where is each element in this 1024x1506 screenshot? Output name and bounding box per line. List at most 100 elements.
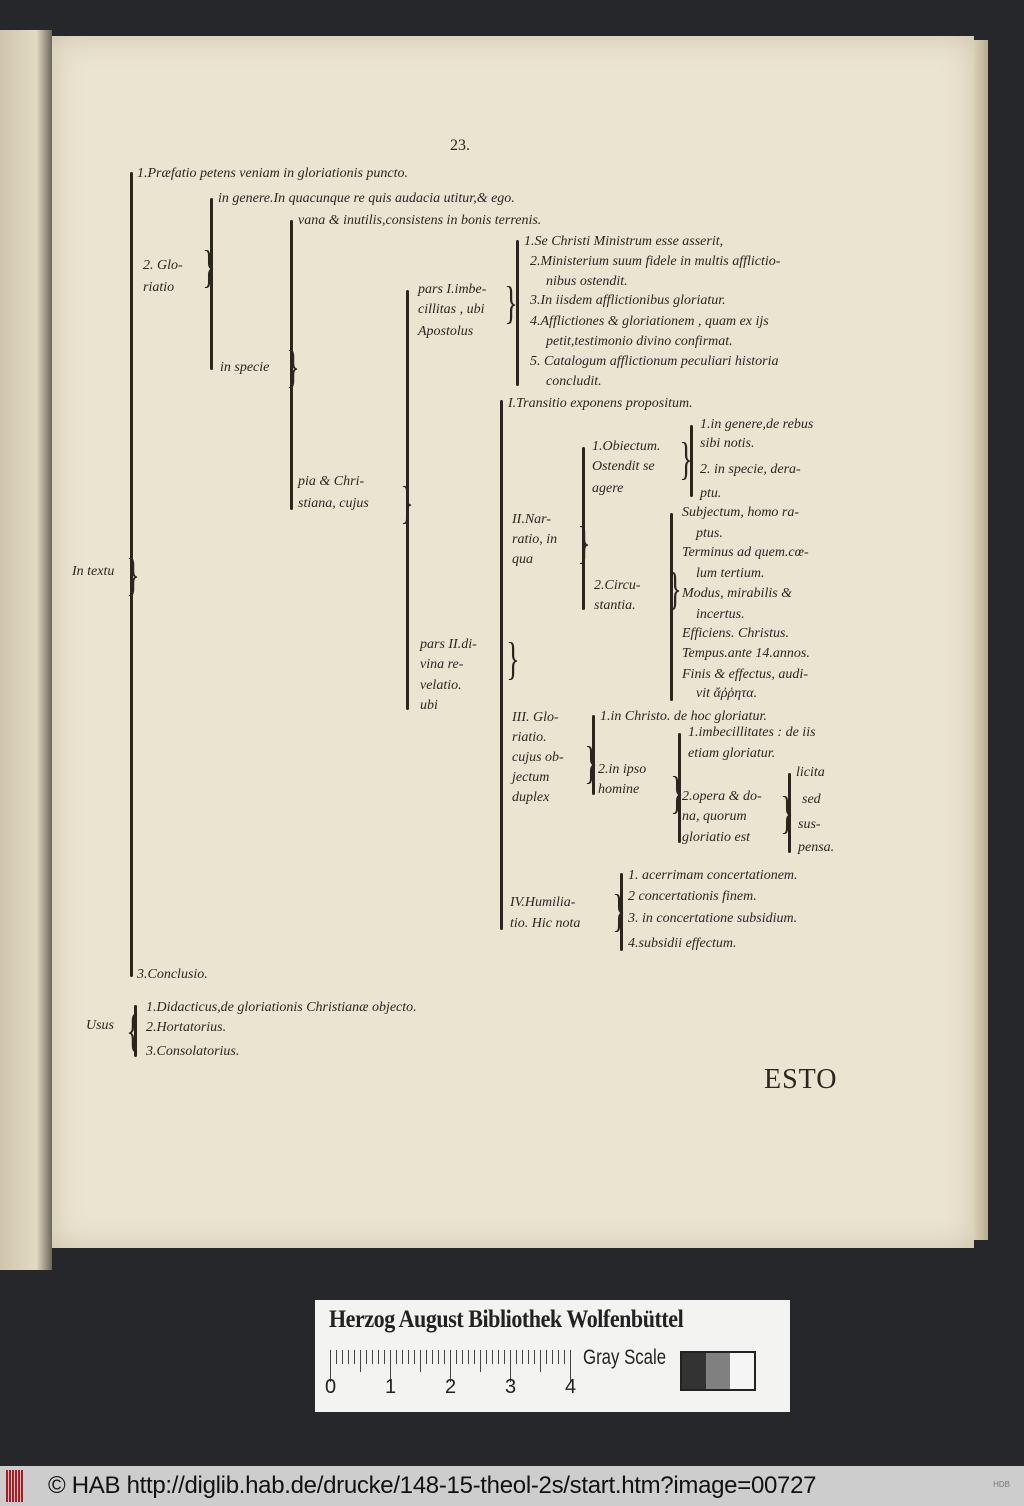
ruler-tick	[468, 1350, 469, 1364]
outline-item: 2. in specie, dera-	[700, 462, 801, 477]
ruler-tick	[426, 1350, 427, 1364]
outline-item: 2.Hortatorius.	[146, 1020, 227, 1035]
ruler-tick	[330, 1350, 331, 1382]
swatch-dark	[682, 1353, 706, 1389]
outline-item: Subjectum, homo ra-	[682, 505, 800, 520]
outline-item: Apostolus	[418, 324, 474, 339]
outline-item: tio. Hic nota	[510, 916, 581, 931]
outline-item: 2.Circu-	[594, 578, 641, 593]
outline-item: cillitas , ubi	[418, 302, 485, 317]
brace-icon	[577, 520, 590, 566]
outline-item: gloriatio est	[682, 830, 751, 845]
outline-item: 2.in ipso	[598, 762, 647, 777]
ruler-tick	[480, 1350, 481, 1372]
gray-scale-label: Gray Scale	[583, 1346, 667, 1369]
outline-item: homine	[598, 782, 640, 797]
outline-item: sibi notis.	[700, 436, 755, 451]
outline-item: etiam gloriatur.	[688, 746, 776, 761]
ruler-tick	[432, 1350, 433, 1364]
ruler-tick	[420, 1350, 421, 1372]
ruler-tick	[504, 1350, 505, 1364]
outline-item: Efficiens. Christus.	[682, 626, 789, 641]
ruler-tick	[342, 1350, 343, 1364]
outline-item: 3.In iisdem afflictionibus gloriatur.	[530, 293, 726, 308]
ruler-tick	[348, 1350, 349, 1364]
ruler-number: 2	[445, 1376, 457, 1398]
ruler-tick	[516, 1350, 517, 1364]
outline-item: jectum	[512, 770, 550, 785]
ruler-tick	[354, 1350, 355, 1364]
outline-item: in genere.In quacunque re quis audacia u…	[218, 191, 515, 206]
outline-item: 1.Præfatio petens veniam in gloriationis…	[137, 166, 409, 181]
swatch-light	[730, 1353, 754, 1389]
outline-item: 2.opera & do-	[682, 789, 762, 804]
outline-item: pars II.di-	[420, 637, 477, 652]
facing-page-edge	[0, 30, 52, 1270]
outline-item: 1.in Christo. de hoc gloriatur.	[600, 709, 767, 724]
bracket-line	[500, 400, 503, 930]
outline-item: 2. Glo-	[143, 258, 183, 273]
card-title: Herzog August Bibliothek Wolfenbüttel	[329, 1306, 684, 1333]
ruler-number: 0	[325, 1376, 337, 1398]
outline-item: 2.Ministerium suum fidele in multis affl…	[530, 254, 781, 269]
ruler-tick	[378, 1350, 379, 1364]
outline-item: sed	[802, 792, 821, 807]
ruler-tick	[366, 1350, 367, 1364]
outline-item: 3.Conclusio.	[137, 967, 208, 982]
outline-item: nibus ostendit.	[546, 274, 628, 289]
outline-item: ratio, in	[512, 532, 558, 547]
outline-item: Ostendit se	[592, 459, 655, 474]
gray-scale-swatches	[680, 1351, 756, 1391]
ruler-tick	[396, 1350, 397, 1364]
ruler-tick	[546, 1350, 547, 1364]
copyright-url[interactable]: © HAB http://diglib.hab.de/drucke/148-15…	[48, 1472, 817, 1499]
outline-item: ubi	[420, 698, 438, 713]
ruler-tick	[564, 1350, 565, 1364]
ruler-tick	[408, 1350, 409, 1364]
outline-item: licita	[796, 765, 825, 780]
ruler-tick	[402, 1350, 403, 1364]
ruler-tick	[456, 1350, 457, 1364]
outline-item: vit ἄῤῥητα.	[696, 686, 758, 701]
outline-item: duplex	[512, 790, 550, 805]
outline-item: agere	[592, 481, 624, 496]
outline-item: incertus.	[696, 607, 745, 622]
outline-item: ptus.	[696, 526, 723, 541]
outline-item: Tempus.ante 14.annos.	[682, 646, 810, 661]
brace-icon	[584, 740, 597, 786]
outline-item: 5. Catalogum afflictionum peculiari hist…	[530, 354, 779, 369]
outline-item: II.Nar-	[512, 512, 551, 527]
outline-item: 1.Didacticus,de gloriationis Christianæ …	[146, 1000, 417, 1015]
ruler-tick	[522, 1350, 523, 1364]
outline-item: riatio	[143, 280, 175, 295]
outline-item: riatio.	[512, 730, 547, 745]
color-calibration-card: Herzog August Bibliothek Wolfenbüttel 0 …	[315, 1300, 790, 1412]
outline-item: 2 concertationis finem.	[628, 889, 757, 904]
outline-item: I.Transitio exponens propositum.	[508, 396, 693, 411]
ruler-number: 1	[385, 1376, 397, 1398]
ruler-tick	[552, 1350, 553, 1364]
outline-item: 3.Consolatorius.	[146, 1044, 240, 1059]
ruler-tick	[534, 1350, 535, 1364]
ruler-tick	[450, 1350, 451, 1382]
outline-item: concludit.	[546, 374, 602, 389]
outline-item: 1.imbecillitates : de iis	[688, 725, 816, 740]
ruler-tick	[384, 1350, 385, 1364]
ruler-tick	[444, 1350, 445, 1364]
outline-item: vana & inutilis,consistens in bonis terr…	[298, 213, 542, 228]
ruler-tick	[390, 1350, 391, 1382]
outline-item: vina re-	[420, 657, 464, 672]
outline-item: ptu.	[700, 486, 722, 501]
outline-item: stantia.	[594, 598, 636, 613]
ruler-tick	[372, 1350, 373, 1364]
page-block-edge	[974, 40, 988, 1240]
outline-item: 4.subsidii effectum.	[628, 936, 737, 951]
brace-icon	[679, 436, 692, 482]
ruler-tick	[510, 1350, 511, 1382]
ruler-tick	[492, 1350, 493, 1364]
outline-item: pars I.imbe-	[418, 282, 487, 297]
catchword: ESTO	[764, 1064, 838, 1095]
swatch-mid	[706, 1353, 730, 1389]
ruler-tick	[360, 1350, 361, 1372]
ruler-tick	[528, 1350, 529, 1364]
